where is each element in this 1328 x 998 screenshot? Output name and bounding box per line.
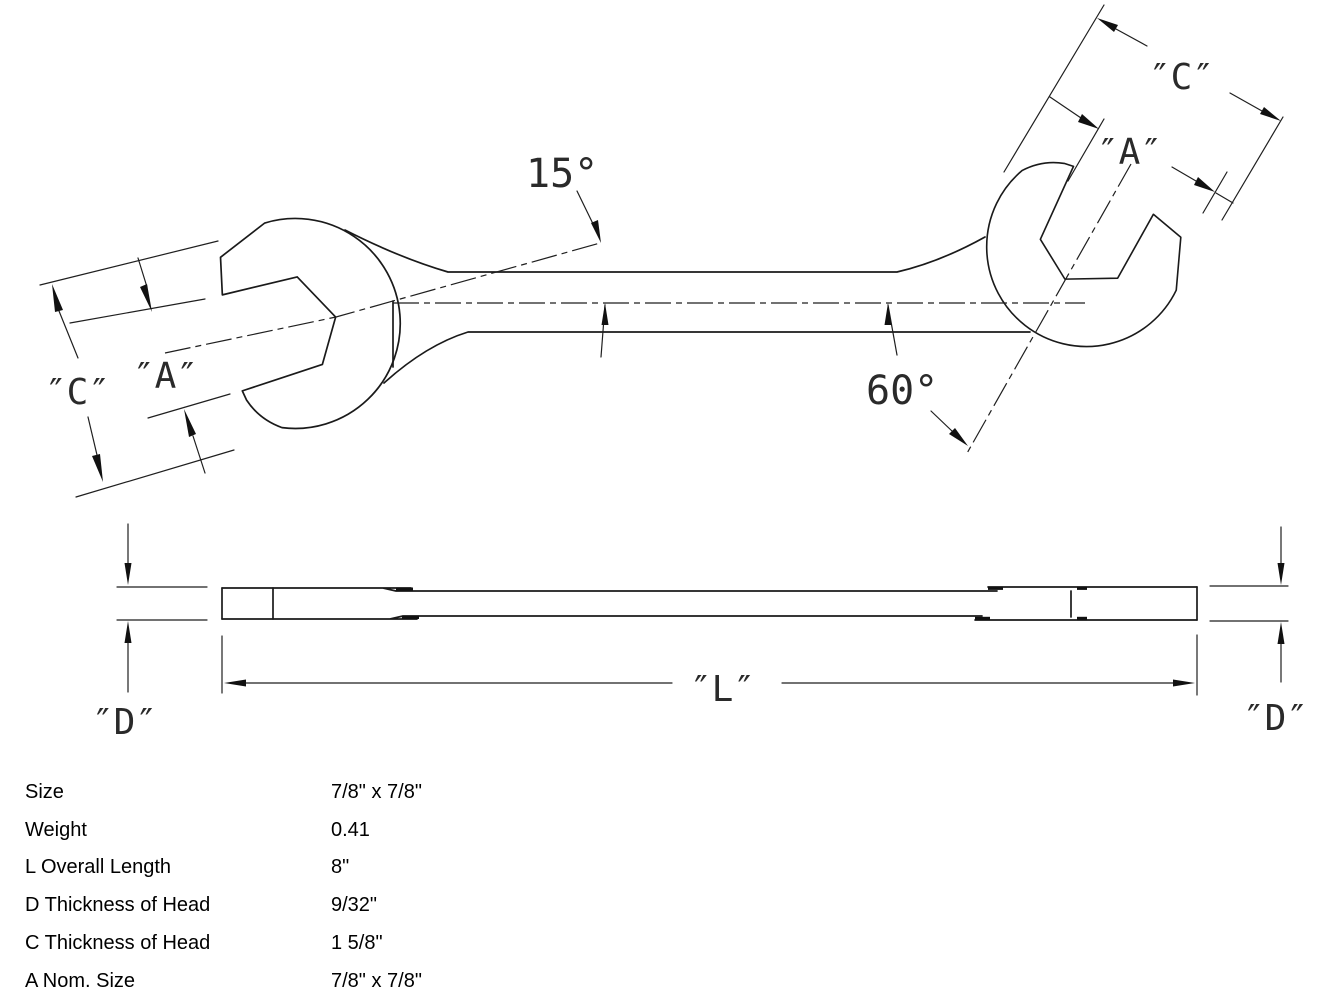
spec-row: A Nom. Size 7/8" x 7/8" [0, 970, 1328, 998]
spec-label: C Thickness of Head [25, 932, 211, 954]
l-dimension: ″L″ [221, 634, 1198, 710]
side-top-edge [221, 586, 1198, 592]
extension-line [75, 449, 235, 498]
a-dimension-left: ″A″ [69, 257, 231, 474]
arrowhead [184, 409, 196, 437]
arrowhead [1173, 679, 1195, 687]
spec-value: 1 5/8" [331, 932, 383, 954]
dimension-line [137, 257, 148, 288]
spec-label: Size [25, 781, 64, 803]
arrowhead [1277, 622, 1285, 644]
dim-label-a-left: ″A″ [133, 356, 198, 397]
arrowhead [884, 303, 892, 325]
spec-row: Weight 0.41 [0, 819, 1328, 849]
dim-label-d-right: ″D″ [1243, 698, 1308, 739]
extension-line [1067, 118, 1105, 182]
dimension-line [1115, 28, 1148, 47]
arrowhead [140, 284, 152, 312]
right-head-outline [985, 161, 1182, 348]
d-dimension-right: ″D″ [1209, 526, 1308, 739]
dimension-line [1171, 166, 1197, 182]
c-dimension-left: ″C″ [39, 240, 235, 498]
wrench-technical-drawing: 15° 60° ″C″ [39, 4, 1308, 743]
d-dimension-left: ″D″ [92, 523, 208, 743]
dim-label-l: ″L″ [690, 669, 755, 710]
arrowhead [1260, 107, 1281, 121]
extension-line [69, 298, 206, 324]
side-bottom-edge [221, 615, 1198, 621]
left-jaw-axis-line [164, 242, 601, 354]
arrowhead [1097, 18, 1118, 32]
left-head-outline [219, 217, 402, 430]
dim-label-a-right: ″A″ [1097, 132, 1162, 173]
spec-value: 9/32" [331, 894, 378, 916]
arrowhead [601, 303, 609, 325]
dimension-line [87, 416, 98, 456]
angle-label-60: 60° [866, 368, 938, 414]
spec-label: D Thickness of Head [25, 894, 211, 916]
extension-line [147, 393, 231, 419]
spec-row: Size 7/8" x 7/8" [0, 781, 1328, 811]
angle-dimension-15: 15° [526, 151, 609, 358]
arrowhead [1078, 114, 1099, 129]
arrowhead [1277, 563, 1285, 585]
dimension-line [1215, 192, 1234, 204]
arrowhead [1194, 177, 1215, 192]
dim-label-c-left: ″C″ [45, 372, 110, 413]
top-view: 15° 60° ″C″ [39, 4, 1284, 498]
angle-dimension-60: 60° [866, 303, 968, 446]
spec-row: L Overall Length 8" [0, 856, 1328, 886]
extension-line [1202, 171, 1228, 214]
arrowhead [92, 454, 103, 482]
arrowhead [124, 563, 132, 585]
spec-value: 8" [331, 856, 350, 878]
arrowhead [591, 220, 601, 243]
spec-row: C Thickness of Head 1 5/8" [0, 932, 1328, 962]
side-view: ″D″ ″D″ ″L″ [92, 523, 1308, 743]
dimension-line [1049, 96, 1082, 119]
spec-row: D Thickness of Head 9/32" [0, 894, 1328, 924]
extension-line [1003, 4, 1105, 173]
dimension-line [58, 310, 79, 359]
spec-value: 7/8" x 7/8" [331, 781, 422, 803]
dimension-line [1229, 92, 1263, 112]
spec-value: 7/8" x 7/8" [331, 970, 422, 992]
dimension-line [192, 435, 206, 474]
dim-label-c-right: ″C″ [1149, 57, 1214, 98]
arrowhead [124, 621, 132, 643]
arrowhead [224, 679, 246, 687]
leader-line [930, 410, 954, 433]
spec-label: A Nom. Size [25, 970, 136, 992]
dim-label-d-left: ″D″ [92, 702, 157, 743]
right-jaw-axis-line [965, 163, 1132, 456]
c-dimension-right: ″C″ [1003, 4, 1284, 221]
a-dimension-right: ″A″ [1049, 96, 1234, 214]
spec-label: Weight [25, 819, 87, 841]
arrowhead [949, 428, 968, 446]
angle-label-15: 15° [526, 151, 598, 197]
shank-top-edge [344, 229, 986, 273]
shank-bottom-edge [383, 331, 1031, 384]
spec-value: 0.41 [331, 819, 370, 841]
spec-label: L Overall Length [25, 856, 172, 878]
arrowhead [52, 284, 63, 312]
extension-line [39, 240, 219, 286]
